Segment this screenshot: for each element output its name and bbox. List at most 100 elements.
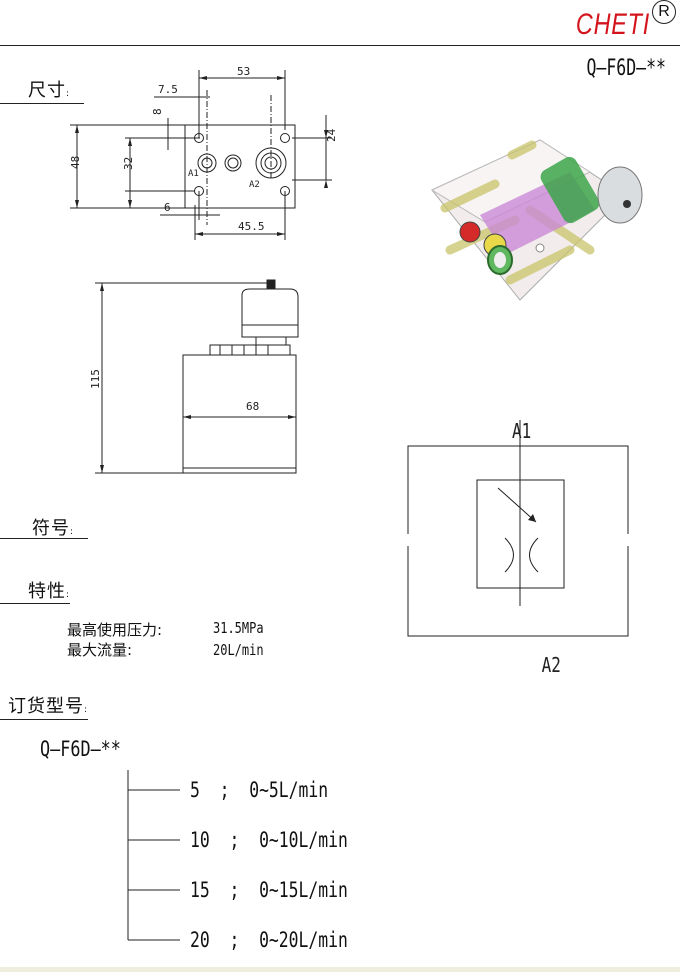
dim-32-arrow-bottom	[128, 200, 132, 208]
option-20-code: 20	[190, 928, 210, 952]
dim-48-label: 48	[69, 156, 82, 169]
dim-24-arrow-bottom	[324, 180, 328, 188]
render-port-red	[459, 221, 481, 243]
render-cap	[597, 166, 643, 224]
section-dimensions-underline	[0, 103, 84, 104]
mount-hole-tr	[280, 133, 290, 143]
section-ordering-colon: :	[84, 705, 89, 715]
symbol-throttle-left	[504, 537, 514, 573]
option-5-code: 5	[190, 778, 200, 802]
section-symbol-underline	[0, 538, 88, 539]
symbol-throttle-right	[529, 537, 539, 573]
dim-115-label: 115	[89, 369, 102, 389]
dim-32-arrow-top	[128, 138, 132, 146]
port-a1-label: A1	[188, 169, 199, 179]
dim-53-arrow-left	[199, 76, 207, 80]
option-15: 15 ; 0~15L/min	[190, 878, 348, 902]
render-passage-2	[507, 140, 537, 160]
render-port-green-bore	[494, 252, 506, 268]
option-10: 10 ; 0~10L/min	[190, 828, 348, 852]
port-mid-outer	[224, 154, 242, 172]
render-block-top	[430, 139, 592, 223]
footer-band	[0, 967, 680, 972]
dim-45-5-label: 45.5	[238, 220, 265, 233]
feature-value-flow: 20L/min	[213, 641, 264, 659]
option-15-code: 15	[190, 878, 210, 902]
feature-value-pressure: 31.5MPa	[213, 619, 264, 637]
render-adjuster-green	[540, 156, 600, 224]
option-5-range: 0~5L/min	[249, 778, 329, 802]
option-10-code: 10	[190, 828, 210, 852]
option-15-range: 0~15L/min	[259, 878, 348, 902]
option-20: 20 ; 0~20L/min	[190, 928, 348, 952]
dim-53-arrow-right	[277, 76, 285, 80]
dim-7-5-label: 7.5	[158, 83, 178, 96]
symbol-port-a2: A2	[542, 654, 561, 677]
dim-68-label: 68	[246, 400, 259, 413]
symbol-adjust-arrowhead	[528, 514, 536, 522]
side-view-cap-knob	[266, 279, 276, 290]
port-a2-label: A2	[249, 180, 260, 190]
section-dimensions-label: 尺寸	[28, 80, 66, 101]
side-view-nut-row	[209, 344, 291, 356]
dim-6-label: 6	[164, 201, 171, 214]
symbol-outline	[407, 445, 629, 637]
option-10-sep: ;	[229, 828, 240, 852]
render-passage-1	[440, 179, 500, 213]
side-view-drawing: 115 68	[89, 279, 299, 474]
symbol-gap-left	[405, 534, 411, 546]
symbol-port-a1: A1	[512, 420, 531, 443]
section-dimensions-title: 尺寸:	[28, 76, 70, 102]
dim-48-arrow-top	[75, 125, 79, 133]
top-view-drawing: 53 7.5 8 24 48 32 6 45.5 A1 A2	[69, 65, 338, 240]
dim-48-arrow-bottom	[75, 200, 79, 208]
symbol-gap-right	[625, 534, 631, 546]
symbol-adjust-arrow	[497, 487, 537, 523]
feature-label-flow: 最大流量:	[67, 641, 133, 659]
section-symbol-title: 符号:	[32, 514, 74, 540]
feature-label-pressure: 最高使用压力:	[67, 621, 163, 639]
side-view-body	[182, 354, 297, 474]
section-features-label: 特性	[28, 581, 66, 602]
option-20-sep: ;	[229, 928, 240, 952]
option-5: 5 ; 0~5L/min	[190, 778, 328, 802]
ordering-tree	[127, 770, 180, 941]
registered-mark: R	[652, 0, 676, 24]
section-symbol-colon: :	[70, 527, 75, 537]
header-model: Q—F6D—**	[586, 56, 666, 81]
side-view-cap-neck	[255, 336, 287, 346]
brand-logo: CHETI	[575, 8, 650, 41]
dim-68-arrow-right	[288, 415, 296, 419]
side-view-cap	[241, 288, 299, 338]
section-symbol-label: 符号	[32, 518, 70, 539]
dim-68-arrow-left	[183, 415, 191, 419]
dim-45-5-arrow-right	[277, 232, 285, 236]
valve-3d-render	[430, 139, 643, 301]
section-ordering-title: 订货型号:	[8, 692, 88, 718]
option-20-range: 0~20L/min	[259, 928, 348, 952]
section-dimensions-colon: :	[66, 89, 71, 99]
section-ordering-label: 订货型号	[8, 696, 84, 717]
dim-8-label: 8	[151, 108, 164, 115]
dim-32-label: 32	[122, 157, 135, 170]
header-rule	[0, 45, 680, 46]
section-features-title: 特性:	[28, 577, 70, 603]
dim-115-arrow-bottom	[100, 465, 104, 473]
section-features-underline	[0, 603, 70, 604]
port-mid-inner	[227, 157, 239, 169]
dim-24-arrow-top	[324, 130, 328, 138]
top-view-body	[184, 124, 296, 209]
render-hole	[535, 243, 545, 253]
section-ordering-underline	[0, 719, 88, 720]
dim-115-arrow-top	[100, 283, 104, 291]
option-15-sep: ;	[229, 878, 240, 902]
dim-53-label: 53	[237, 65, 250, 78]
option-10-range: 0~10L/min	[259, 828, 348, 852]
option-5-sep: ;	[219, 778, 230, 802]
dim-24-label: 24	[325, 128, 338, 142]
dim-45-5-arrow-left	[195, 232, 203, 236]
render-cap-screw	[623, 200, 631, 208]
ordering-model-code: Q—F6D—**	[40, 737, 121, 761]
render-passage-4	[505, 245, 575, 285]
hydraulic-symbol: A1 A2	[405, 420, 631, 678]
